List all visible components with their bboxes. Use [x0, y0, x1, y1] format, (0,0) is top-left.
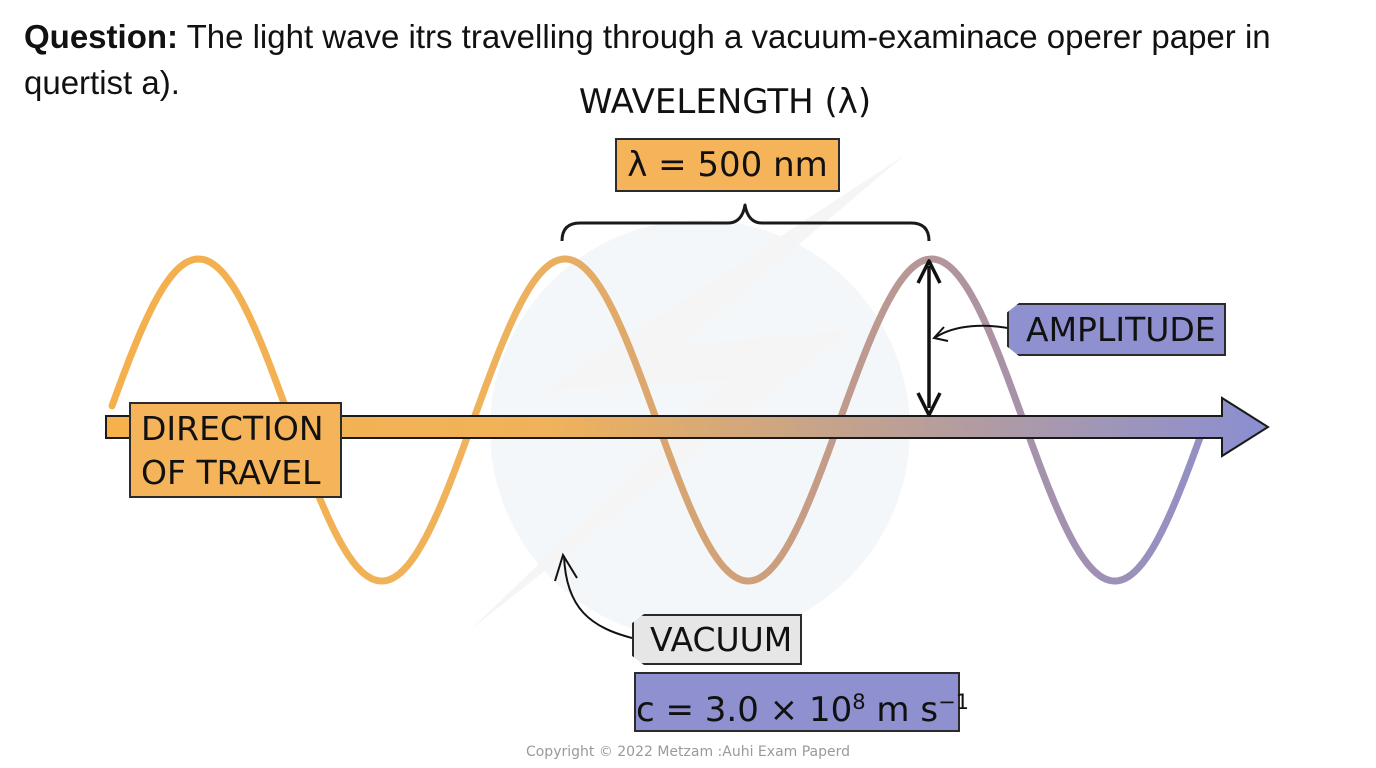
amplitude-tag: AMPLITUDE: [1007, 303, 1226, 356]
direction-of-travel-box: DIRECTION OF TRAVEL: [129, 402, 342, 498]
vacuum-tag: VACUUM: [632, 614, 802, 665]
speed-of-light-box: c = 3.0 × 108 m s−1: [634, 672, 969, 732]
speed-exponent: 8: [852, 690, 866, 714]
direction-line-1: DIRECTION: [141, 409, 324, 448]
speed-unit-exponent: −1: [938, 690, 970, 714]
wavelength-brace: [560, 203, 931, 242]
copyright-notice: Copyright © 2022 Metzam :Auhi Exam Paper…: [525, 744, 851, 760]
speed-unit: m s: [865, 690, 939, 730]
watermark-logo: [470, 155, 910, 640]
question-label: Question:: [24, 18, 178, 55]
amplitude-arrow: [916, 259, 942, 417]
wavelength-title: WAVELENGTH (λ): [578, 82, 872, 122]
question-body: The light wave itrs travelling through a…: [24, 18, 1271, 101]
speed-prefix: c = 3.0 × 10: [636, 690, 853, 730]
amplitude-pointer: [932, 324, 1019, 342]
direction-line-2: OF TRAVEL: [141, 453, 321, 492]
wavelength-value-box: λ = 500 nm: [615, 138, 840, 192]
question-text: Question: The light wave itrs travelling…: [24, 14, 1354, 106]
